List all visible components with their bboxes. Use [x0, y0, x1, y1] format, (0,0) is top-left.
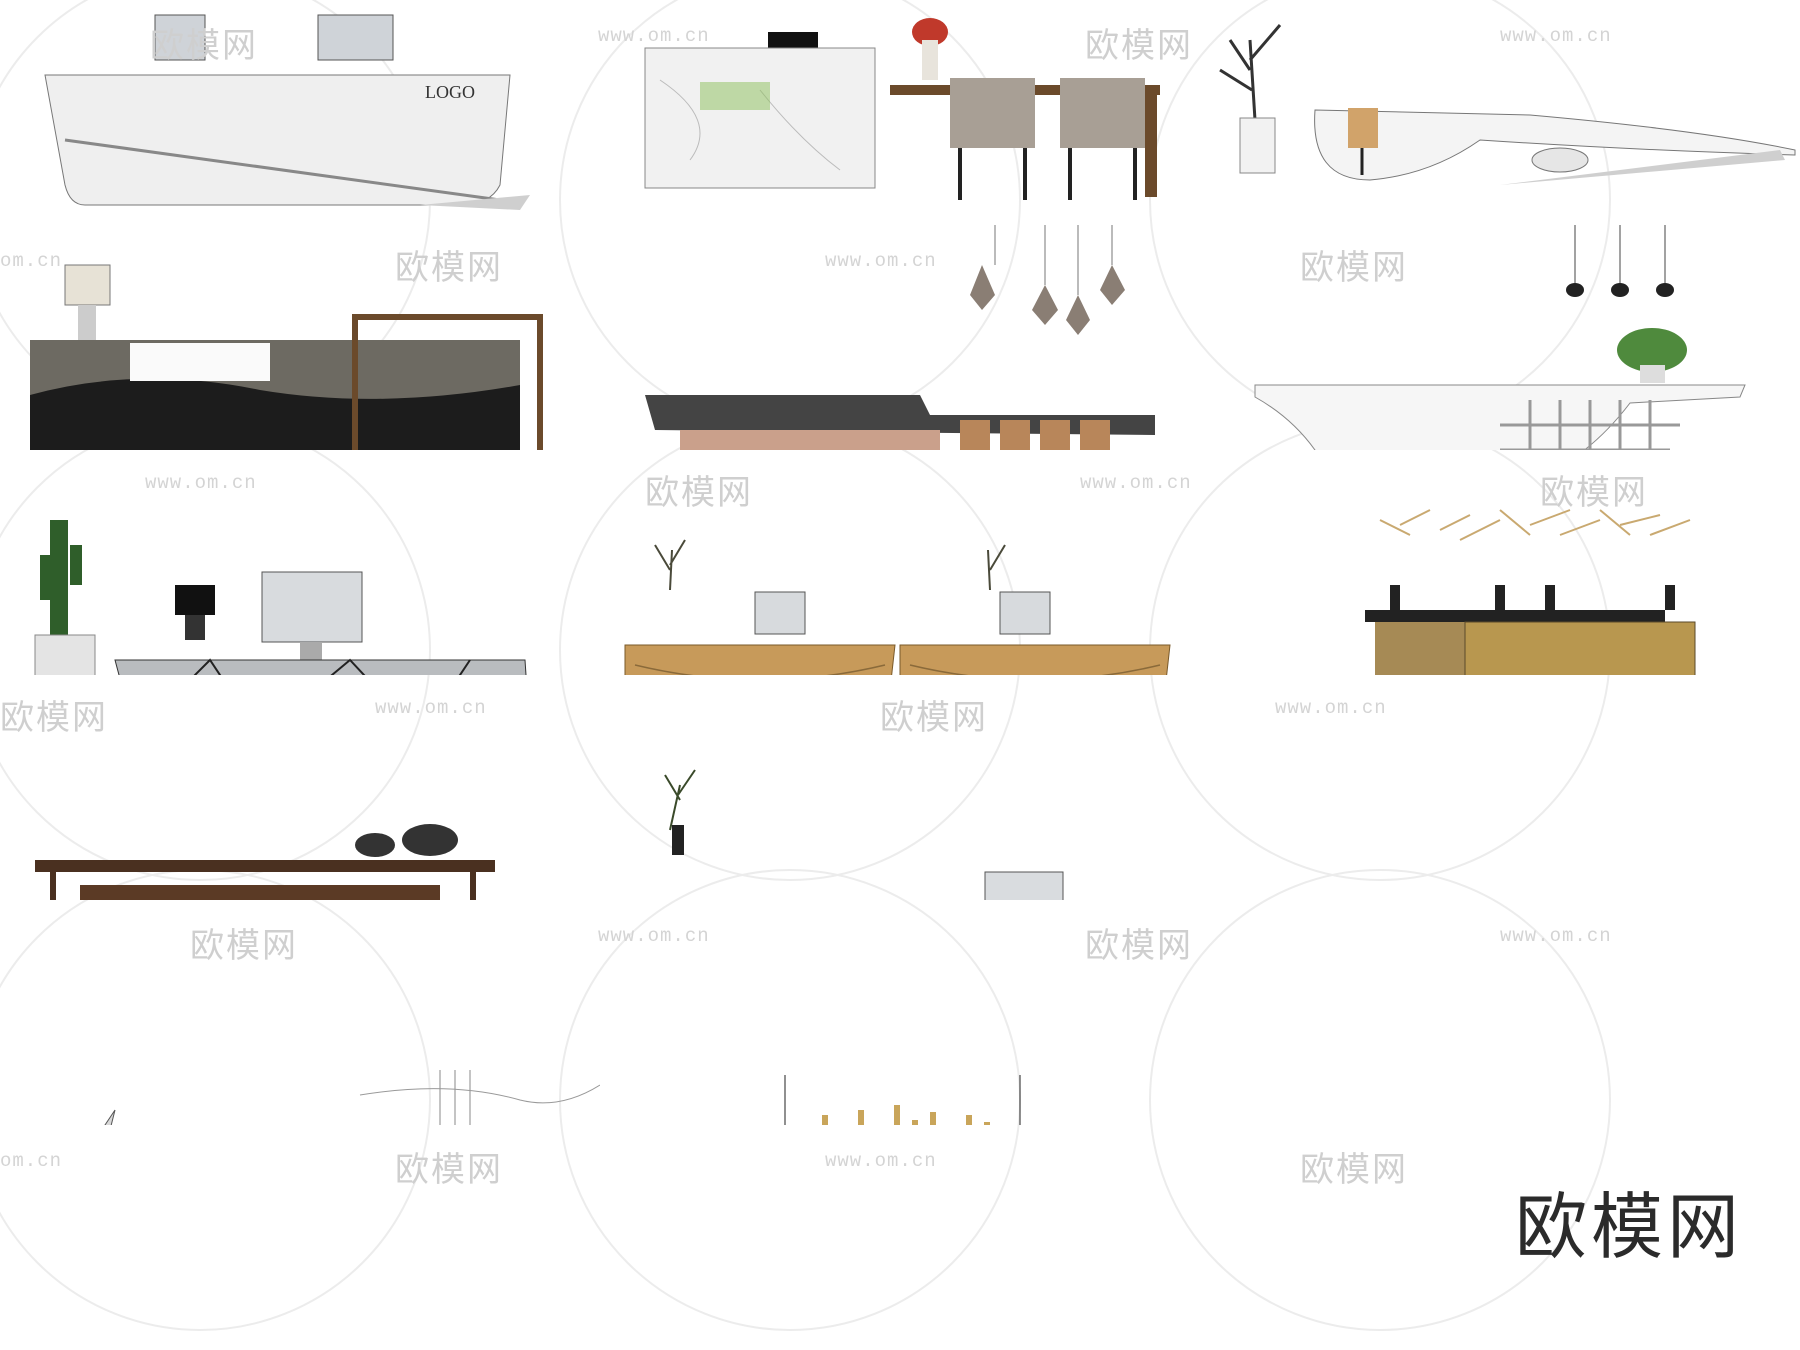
desk-white-marble-curved[interactable]: [600, 675, 1200, 900]
desk-marble-with-chairs[interactable]: [600, 0, 1200, 225]
desk-marble-gold-rods[interactable]: [600, 900, 1200, 1125]
desk-white-wave-grid[interactable]: [1200, 225, 1800, 450]
desk-marble-box-shelf[interactable]: [1200, 675, 1800, 900]
corner-brand-logo: 欧模网: [1515, 1185, 1744, 1269]
desk-walnut-metal-frame[interactable]: [0, 675, 600, 900]
desk-rattan-double[interactable]: [600, 450, 1200, 675]
desk-logo-text: LOGO: [425, 82, 475, 102]
desk-dark-stone-bar-stools[interactable]: [1200, 900, 1800, 1125]
desk-gold-chandelier[interactable]: [1200, 450, 1800, 675]
desk-dark-stone-bar[interactable]: [600, 225, 1200, 450]
desk-white-sculptural-branch[interactable]: [1200, 0, 1800, 225]
desk-white-curved-logo[interactable]: LOGO: [0, 0, 600, 225]
desk-faceted-grey-cactus[interactable]: [0, 450, 600, 675]
desk-ink-painting-frame[interactable]: [0, 225, 600, 450]
desk-white-sculpture-zebra[interactable]: [0, 900, 600, 1125]
